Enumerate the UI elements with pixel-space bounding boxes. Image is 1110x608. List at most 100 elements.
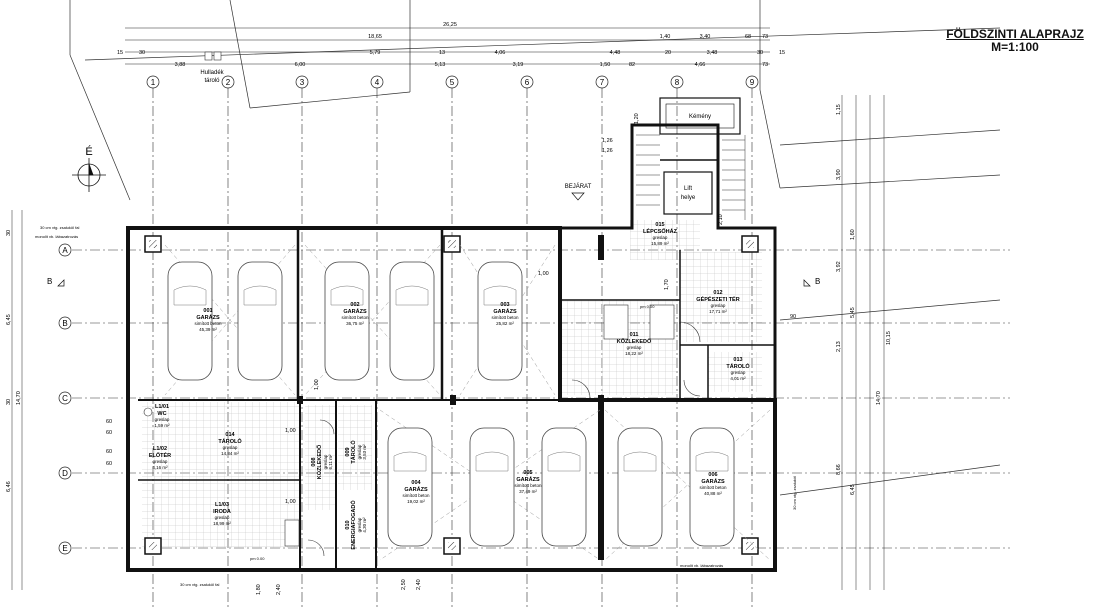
svg-text:greslap: greslap [323, 454, 328, 469]
svg-text:1,26: 1,26 [602, 138, 613, 144]
svg-text:1,00: 1,00 [538, 271, 549, 277]
svg-text:greslap: greslap [215, 515, 230, 520]
svg-text:1,70: 1,70 [664, 279, 670, 290]
svg-text:IRODA: IRODA [213, 509, 231, 515]
svg-text:pm 0.00: pm 0.00 [640, 304, 655, 309]
svg-text:1,15: 1,15 [836, 104, 842, 115]
svg-text:011: 011 [630, 332, 639, 338]
svg-text:10,15: 10,15 [886, 331, 892, 345]
svg-text:1,00: 1,00 [285, 499, 296, 505]
svg-text:36,75 m²: 36,75 m² [346, 321, 364, 326]
svg-text:E: E [62, 544, 67, 553]
svg-text:25,82 m²: 25,82 m² [496, 321, 514, 326]
svg-text:GARÁZS: GARÁZS [493, 308, 517, 315]
svg-text:2,40: 2,40 [276, 584, 282, 595]
svg-text:60: 60 [106, 419, 112, 425]
car-windows [173, 285, 729, 472]
interior-fixtures [143, 51, 701, 557]
svg-text:009: 009 [345, 447, 351, 456]
parked-cars [167, 261, 735, 547]
structural-columns [144, 235, 759, 560]
svg-text:ENERGIAFOGADÓ: ENERGIAFOGADÓ [349, 500, 357, 550]
svg-text:1,50: 1,50 [600, 62, 611, 68]
left-dimension-texts: 30 6,45 30 6,46 14,70 [6, 230, 22, 492]
svg-text:8,66: 8,66 [836, 464, 842, 475]
svg-text:greslap: greslap [155, 417, 170, 422]
svg-text:D: D [62, 469, 68, 478]
misc-dimension-texts: 1,26 1,26 1,20 1,00 1,00 60 60 60 60 1,0… [106, 113, 796, 505]
svg-text:6,45: 6,45 [850, 484, 856, 495]
svg-text:14,70: 14,70 [16, 391, 22, 405]
svg-text:GARÁZS: GARÁZS [701, 478, 725, 485]
svg-text:simított beton: simított beton [491, 315, 519, 320]
entrance-label: BEJÁRAT [565, 183, 592, 190]
svg-text:1,00: 1,00 [314, 379, 320, 390]
svg-text:5: 5 [450, 78, 455, 87]
svg-text:2,50: 2,50 [401, 579, 407, 590]
svg-text:L1/01: L1/01 [155, 404, 169, 410]
svg-text:1,26: 1,26 [602, 148, 613, 154]
svg-text:simított beton: simított beton [194, 321, 222, 326]
svg-text:37,49 m²: 37,49 m² [519, 489, 537, 494]
svg-text:6,11 m²: 6,11 m² [328, 454, 333, 469]
svg-text:18,65: 18,65 [368, 34, 382, 40]
svg-text:003: 003 [500, 302, 509, 308]
svg-text:60: 60 [106, 461, 112, 467]
svg-text:4,48: 4,48 [610, 50, 621, 56]
svg-text:14,84 m²: 14,84 m² [221, 451, 239, 456]
svg-text:monolit vb. lábazatrozás: monolit vb. lábazatrozás [35, 234, 78, 239]
entrance-arrow-icon [571, 192, 585, 201]
svg-text:014: 014 [225, 432, 235, 438]
svg-text:greslap: greslap [357, 444, 362, 459]
drawing-title: FÖLDSZINTI ALAPRAJZ M=1:100 [925, 28, 1105, 54]
svg-text:60: 60 [106, 449, 112, 455]
svg-text:015: 015 [655, 222, 664, 228]
north-arrow-icon [72, 158, 106, 192]
svg-text:GARÁZS: GARÁZS [404, 486, 428, 493]
svg-text:4,66: 4,66 [695, 62, 706, 68]
svg-text:simított beton: simított beton [699, 485, 727, 490]
svg-text:monolit vb. lábazatrozás: monolit vb. lábazatrozás [680, 563, 723, 568]
svg-text:4,30 m²: 4,30 m² [362, 517, 367, 533]
svg-text:30 cm vtg. zsaluköl: 30 cm vtg. zsaluköl [792, 476, 797, 510]
svg-text:ELŐTÉR: ELŐTÉR [149, 451, 171, 459]
svg-text:30: 30 [6, 230, 12, 236]
svg-text:4,06: 4,06 [495, 50, 506, 56]
waste-label-1: Hulladék [200, 70, 224, 76]
svg-text:greslap: greslap [153, 459, 168, 464]
svg-text:3,40: 3,40 [700, 34, 711, 40]
svg-text:LÉPCSŐHÁZ: LÉPCSŐHÁZ [643, 227, 678, 235]
svg-text:006: 006 [708, 472, 717, 478]
svg-text:greslap: greslap [223, 445, 238, 450]
bottom-dimension-texts: 1,80 2,40 2,50 2,40 [256, 579, 422, 595]
svg-text:3,53 m²: 3,53 m² [362, 444, 367, 460]
svg-text:30 cm vtg. zsaluköl fal: 30 cm vtg. zsaluköl fal [180, 582, 219, 587]
svg-text:2: 2 [226, 78, 231, 87]
svg-text:greslap: greslap [357, 517, 362, 532]
svg-text:KÖZLEKEDŐ: KÖZLEKEDŐ [316, 444, 323, 479]
waste-label-2: tároló [204, 78, 220, 84]
svg-text:18,22 m²: 18,22 m² [625, 351, 643, 356]
svg-text:6,00: 6,00 [295, 62, 306, 68]
svg-text:40,88 m²: 40,88 m² [704, 491, 722, 496]
svg-text:5,79: 5,79 [370, 50, 381, 56]
svg-text:14,70: 14,70 [876, 391, 882, 405]
right-dimension-texts: 1,15 3,90 3,92 5,45 2,13 1,60 8,66 6,45 … [836, 104, 892, 495]
svg-text:3,48: 3,48 [707, 50, 718, 56]
wall-notes: 30 cm vtg. zsaluköl fal monolit vb. lába… [35, 225, 797, 587]
svg-text:13: 13 [439, 50, 445, 56]
svg-text:008: 008 [311, 457, 317, 466]
svg-text:004: 004 [411, 480, 421, 486]
svg-text:TÁROLÓ: TÁROLÓ [349, 440, 357, 464]
svg-text:3,88: 3,88 [175, 62, 186, 68]
svg-text:L1/02: L1/02 [153, 446, 167, 452]
